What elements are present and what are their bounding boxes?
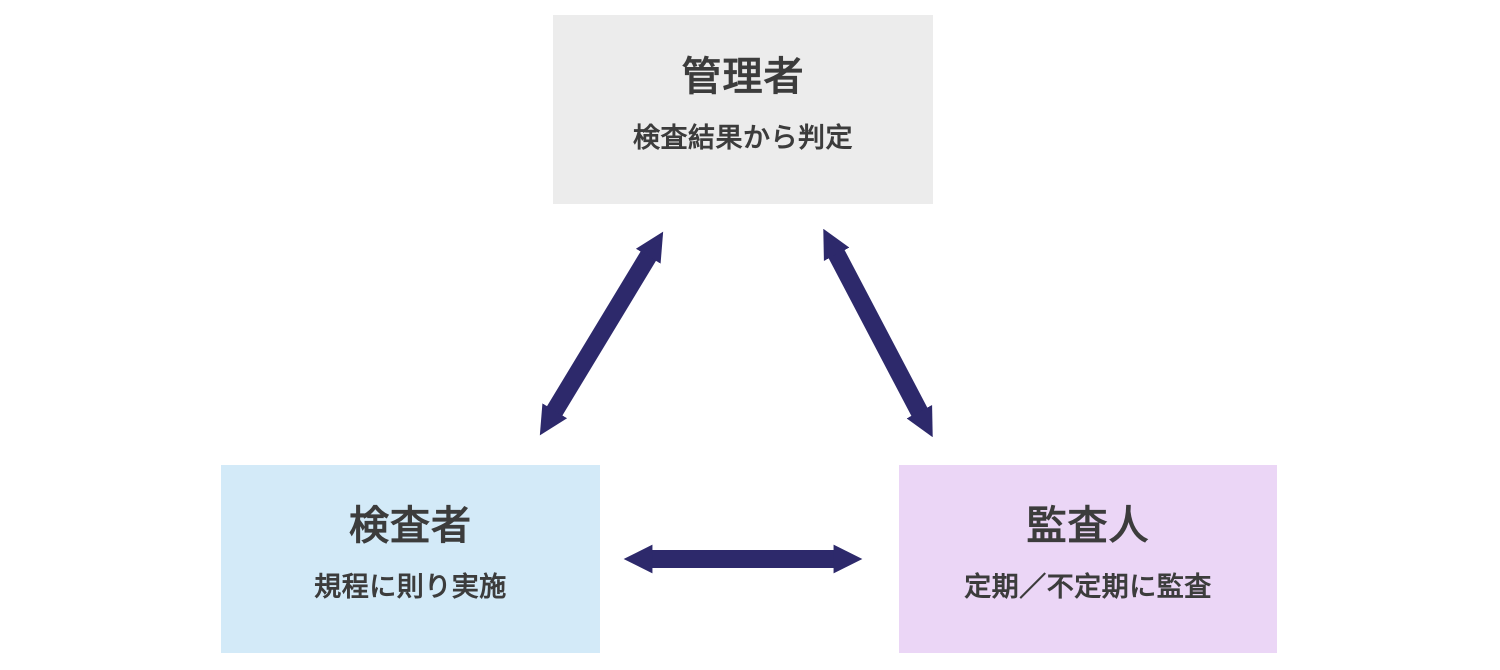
- node-inspector-subtitle: 規程に則り実施: [314, 572, 507, 603]
- node-manager-subtitle: 検査結果から判定: [633, 122, 853, 153]
- node-inspector: 検査者 規程に則り実施: [221, 465, 600, 653]
- node-auditor: 監査人 定期／不定期に監査: [899, 465, 1277, 653]
- arrow-manager-auditor: [823, 228, 933, 438]
- node-manager: 管理者 検査結果から判定: [553, 15, 933, 204]
- arrow-manager-inspector: [539, 231, 664, 436]
- node-auditor-title: 監査人: [1026, 504, 1150, 549]
- node-inspector-title: 検査者: [349, 504, 472, 549]
- node-manager-title: 管理者: [681, 54, 805, 99]
- node-auditor-subtitle: 定期／不定期に監査: [964, 572, 1212, 603]
